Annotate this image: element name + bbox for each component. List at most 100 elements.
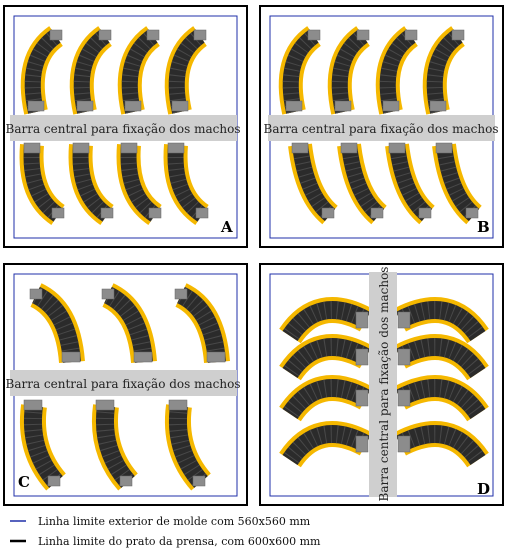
core-clamp xyxy=(355,389,369,407)
core-clamp xyxy=(133,351,153,363)
core-clamp xyxy=(307,29,321,41)
legend-mold-label: Linha limite exterior de molde com 560x5… xyxy=(38,515,311,528)
core-shape xyxy=(394,421,489,468)
core-clamp xyxy=(195,207,209,219)
core-clamp xyxy=(27,100,45,112)
core-clamp xyxy=(47,475,61,487)
core-clamp xyxy=(167,142,185,154)
central-bar-label: Barra central para fixação dos machos xyxy=(6,122,241,136)
core-shape xyxy=(279,297,373,344)
core-shape xyxy=(394,297,489,344)
core-clamp xyxy=(206,351,226,363)
core-clamp xyxy=(49,29,63,41)
core-clamp xyxy=(340,142,358,154)
core-clamp xyxy=(174,288,188,300)
core-shape xyxy=(385,143,436,225)
core-shape xyxy=(394,375,489,422)
core-clamp xyxy=(451,29,465,41)
core-clamp xyxy=(124,100,142,112)
core-clamp xyxy=(388,142,406,154)
core-shape xyxy=(422,26,466,115)
core-shape xyxy=(163,144,210,225)
core-clamp xyxy=(355,348,369,366)
core-clamp xyxy=(429,100,447,112)
core-clamp xyxy=(23,399,43,411)
panel-b: Barra central para fixação dos machos B xyxy=(259,5,504,248)
core-clamp xyxy=(397,311,411,329)
core-clamp xyxy=(334,100,352,112)
core-clamp xyxy=(418,207,432,219)
core-clamp xyxy=(171,100,189,112)
core-clamp xyxy=(146,29,160,41)
central-bar-label: Barra central para fixação dos machos xyxy=(264,122,499,136)
core-clamp xyxy=(356,29,370,41)
central-bar xyxy=(10,115,237,141)
central-bar xyxy=(268,115,495,141)
press-limit-border xyxy=(259,263,504,506)
core-clamp xyxy=(285,100,303,112)
central-bar-label: Barra central para fixação dos machos xyxy=(377,267,391,502)
core-shape xyxy=(394,334,489,381)
core-clamp xyxy=(95,399,115,411)
core-clamp xyxy=(397,348,411,366)
press-limit-border xyxy=(259,5,504,248)
core-shape xyxy=(375,26,419,115)
core-clamp xyxy=(465,207,479,219)
core-clamp xyxy=(100,207,114,219)
panel-letter-b: B xyxy=(477,218,490,236)
central-bar xyxy=(10,370,237,396)
core-clamp xyxy=(72,142,90,154)
press-limit-border xyxy=(3,5,248,248)
core-shape xyxy=(20,26,64,115)
core-group-c xyxy=(19,283,230,491)
core-shape xyxy=(19,144,66,225)
core-group-d xyxy=(279,297,489,468)
core-shape xyxy=(117,26,161,115)
panel-a: Barra central para fixação dos machos A xyxy=(3,5,248,248)
core-clamp xyxy=(120,142,138,154)
core-group-a xyxy=(19,26,210,225)
core-clamp xyxy=(397,389,411,407)
core-shape xyxy=(19,404,67,491)
core-clamp xyxy=(51,207,65,219)
central-bar-label: Barra central para fixação dos machos xyxy=(6,377,241,391)
core-clamp xyxy=(148,207,162,219)
core-clamp xyxy=(355,311,369,329)
core-group-b xyxy=(278,26,483,225)
core-shape xyxy=(91,404,139,491)
core-clamp xyxy=(119,475,133,487)
core-clamp xyxy=(355,435,369,453)
core-clamp xyxy=(435,142,453,154)
core-shape xyxy=(327,26,371,115)
core-shape xyxy=(278,26,322,115)
panel-letter-c: C xyxy=(18,473,30,491)
core-shape xyxy=(288,143,339,225)
core-clamp xyxy=(192,475,206,487)
core-shape xyxy=(432,143,483,225)
core-clamp xyxy=(382,100,400,112)
core-clamp xyxy=(29,288,43,300)
core-shape xyxy=(69,26,113,115)
panel-letter-d: D xyxy=(477,480,490,498)
legend-press-label: Linha limite do prato da prensa, com 600… xyxy=(38,535,321,548)
core-clamp xyxy=(23,142,41,154)
core-clamp xyxy=(397,435,411,453)
core-shape xyxy=(279,375,373,422)
core-shape xyxy=(337,143,388,225)
core-clamp xyxy=(98,29,112,41)
core-shape xyxy=(116,144,163,225)
core-shape xyxy=(164,404,212,491)
legend: Linha limite exterior de molde com 560x5… xyxy=(10,515,321,548)
core-shape xyxy=(279,334,373,381)
core-clamp xyxy=(193,29,207,41)
panel-c: Barra central para fixação dos machos C xyxy=(3,263,248,506)
core-shape xyxy=(279,421,373,468)
press-limit-border xyxy=(3,263,248,506)
core-clamp xyxy=(168,399,188,411)
core-clamp xyxy=(101,288,115,300)
core-clamp xyxy=(321,207,335,219)
core-clamp xyxy=(404,29,418,41)
core-clamp xyxy=(291,142,309,154)
core-shape xyxy=(68,144,115,225)
